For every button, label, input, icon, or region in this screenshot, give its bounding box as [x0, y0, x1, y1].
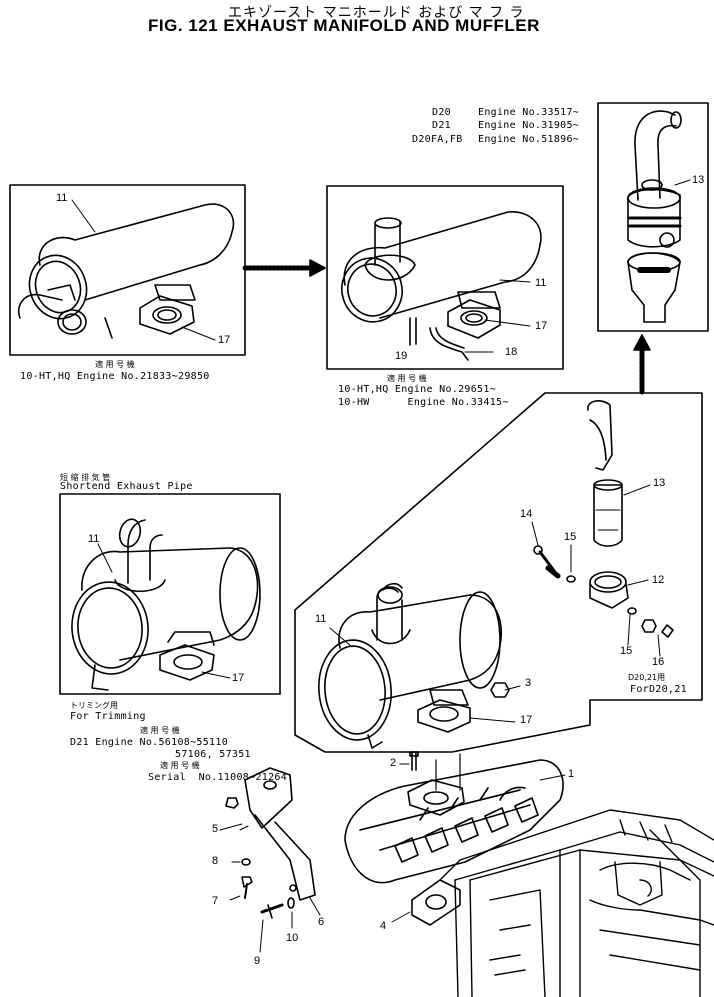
box2-applicable-label: 適 用 号 機: [387, 374, 427, 383]
exhaust-manifold: [344, 759, 566, 926]
arrow-box1-to-box2: [242, 259, 326, 277]
box-tail-pipe: [597, 102, 709, 332]
callout-15-upper: 15: [564, 531, 577, 543]
box1-applicable-label: 適 用 号 機: [95, 360, 135, 369]
elbow-pipe-top: [634, 110, 676, 201]
box-3-frame: [59, 493, 281, 695]
box-early-muffler: [9, 184, 246, 356]
callout-11-main: 11: [315, 613, 327, 625]
box-4-frame: [597, 102, 709, 332]
callout-1: 1: [568, 768, 575, 780]
main-d20-japanese: D20,21用: [628, 673, 666, 682]
engine-model-d21: D21: [432, 120, 451, 131]
callout-8: 8: [212, 855, 219, 867]
main-d20-english: ForD20,21: [630, 684, 687, 695]
callout-7: 7: [212, 895, 219, 907]
figure-title: FIG. 121 EXHAUST MANIFOLD AND MUFFLER: [148, 16, 540, 35]
muffler-body-1: [38, 203, 235, 301]
engine-block: [439, 809, 714, 997]
callout-13-box4: 13: [692, 174, 705, 186]
flange-main: [417, 699, 471, 733]
bracket-5: [244, 767, 293, 829]
box3-applicable-label-1: 適 用 号 機: [140, 726, 180, 735]
engine-number-d20fa: Engine No.51896∼: [478, 134, 580, 145]
box-1-frame: [9, 184, 246, 356]
muffler-body-2: [343, 211, 542, 319]
main-assembly-box: [294, 392, 703, 753]
callout-6: 6: [318, 916, 325, 928]
callout-16: 16: [652, 656, 665, 668]
callout-10: 10: [286, 932, 299, 944]
main-box-frame: [294, 392, 703, 753]
box3-engine-line2: 57106, 57351: [175, 749, 251, 760]
box3-applicable-label-2: 適 用 号 機: [160, 761, 200, 770]
box2-caption-line2: 10-HW Engine No.33415∼: [338, 397, 509, 408]
callout-13-main: 13: [653, 477, 666, 489]
callout-17-box3: 17: [232, 672, 245, 684]
muffler-body-main: [338, 594, 502, 701]
box3-trimming-english: For Trimming: [70, 711, 146, 722]
box-mid-muffler: [326, 185, 564, 370]
box3-trimming-japanese: トリミング用: [70, 701, 118, 710]
callout-18: 18: [505, 346, 518, 358]
box3-label-english: Shortend Exhaust Pipe: [60, 481, 193, 492]
callout-17-box1: 17: [218, 334, 231, 346]
callout-19: 19: [395, 350, 408, 362]
engine-number-d21: Engine No.31905∼: [478, 120, 580, 131]
callout-11-box2: 11: [535, 277, 547, 289]
box3-label-japanese: 短 縮 排 気 管: [60, 473, 111, 482]
muffler-end-cap-1: [28, 254, 88, 320]
box-shortened-pipe: [59, 493, 281, 695]
flange-1: [139, 295, 195, 335]
callout-11-box1: 11: [56, 192, 68, 204]
callout-17-box2: 17: [535, 320, 548, 332]
washer-8: [241, 858, 251, 866]
gasket-4: [411, 879, 461, 926]
engine-model-d20fa: D20FA,FB: [412, 134, 463, 145]
box1-caption: 10-HT,HQ Engine No.21833∼29850: [20, 371, 210, 382]
engine-number-d20: Engine No.33517∼: [478, 107, 580, 118]
muffler-body-3: [81, 547, 259, 661]
box2-caption-line1: 10-HT,HQ Engine No.29651∼: [338, 384, 497, 395]
box3-serial-line: Serial No.11008∼21264: [148, 772, 288, 783]
tail-pipe-lower: [627, 252, 681, 323]
bolt-9: [260, 903, 284, 914]
callout-3: 3: [525, 677, 532, 689]
callout-4: 4: [380, 920, 387, 932]
box-2-frame: [326, 185, 564, 370]
arrow-up-to-tail-pipe: [633, 334, 651, 395]
callout-12: 12: [652, 574, 665, 586]
tail-pipe-13: [587, 400, 613, 471]
stud-2: [411, 751, 417, 771]
title-japanese: エキゾースト マニホールド および マ フ ラ: [228, 5, 525, 21]
engine-model-d20: D20: [432, 107, 451, 118]
callout-5: 5: [212, 823, 219, 835]
clamp-12: [589, 571, 627, 593]
callout-17-main: 17: [520, 714, 533, 726]
callout-2: 2: [390, 757, 397, 769]
callout-14: 14: [520, 508, 533, 520]
callout-15-lower: 15: [620, 645, 633, 657]
callout-9: 9: [254, 955, 261, 967]
box3-engine-line1: D21 Engine No.56108∼55110: [70, 737, 229, 748]
callout-11-box3: 11: [88, 533, 100, 545]
